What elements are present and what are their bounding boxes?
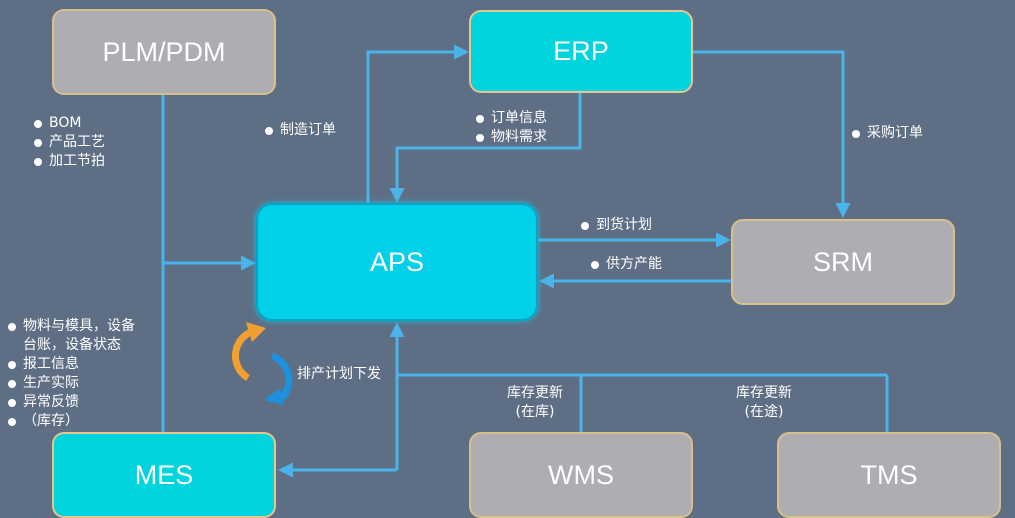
list-item: BOM: [34, 114, 105, 133]
connector-layer: [161, 44, 889, 478]
list-item: 物料需求: [476, 128, 547, 147]
mes-aps-info-list: 物料与模具，设备 台账，设备状态 报工信息 生产实际 异常反馈 （库存）: [8, 317, 135, 431]
plm-pdm-node[interactable]: PLM/PDM: [52, 9, 276, 95]
arrival-plan-label: 到货计划: [581, 216, 652, 235]
tms-node[interactable]: TMS: [777, 432, 1001, 518]
diagram-canvas: PLM/PDM ERP APS SRM MES WMS TMS BOM 产品工艺…: [8, 9, 1001, 518]
aps-erp-arrow: [366, 44, 469, 203]
refresh-cycle-icon: [232, 322, 293, 405]
list-item: 物料与模具，设备: [8, 317, 135, 336]
srm-node[interactable]: SRM: [731, 219, 955, 305]
erp-label: ERP: [553, 36, 609, 66]
wms-node[interactable]: WMS: [469, 432, 693, 518]
schedule-release-label: 排产计划下发: [297, 366, 381, 382]
wms-inventory-update-label: 库存更新 (在库): [507, 385, 563, 420]
erp-aps-arrow: [389, 93, 582, 203]
list-item: 异常反馈: [8, 393, 135, 412]
list-item: 订单信息: [476, 109, 547, 128]
mes-node[interactable]: MES: [52, 432, 276, 518]
list-item: 报工信息: [8, 355, 135, 374]
erp-aps-info-list: 订单信息 物料需求: [476, 109, 547, 147]
supplier-capacity-label: 供方产能: [591, 255, 662, 274]
plm-mes-info-list: BOM 产品工艺 加工节拍: [34, 114, 105, 171]
list-item: 产品工艺: [34, 133, 105, 152]
erp-srm-arrow: [692, 50, 851, 218]
wms-label: WMS: [548, 459, 614, 490]
list-item: 生产实际: [8, 374, 135, 393]
tms-inventory-update-label: 库存更新 (在途): [736, 385, 792, 420]
aps-node[interactable]: APS: [256, 203, 538, 321]
list-item: （库存）: [8, 412, 135, 431]
srm-label: SRM: [813, 246, 873, 277]
list-item: 台账，设备状态: [23, 337, 121, 353]
tms-label: TMS: [860, 459, 918, 490]
manufacture-order-label: 制造订单: [265, 121, 336, 140]
plm-pdm-label: PLM/PDM: [102, 36, 226, 67]
aps-label: APS: [369, 246, 425, 277]
mes-label: MES: [134, 459, 194, 490]
erp-node[interactable]: ERP: [469, 10, 693, 93]
list-item: 加工节拍: [34, 152, 105, 171]
purchase-order-label: 采购订单: [852, 124, 923, 143]
